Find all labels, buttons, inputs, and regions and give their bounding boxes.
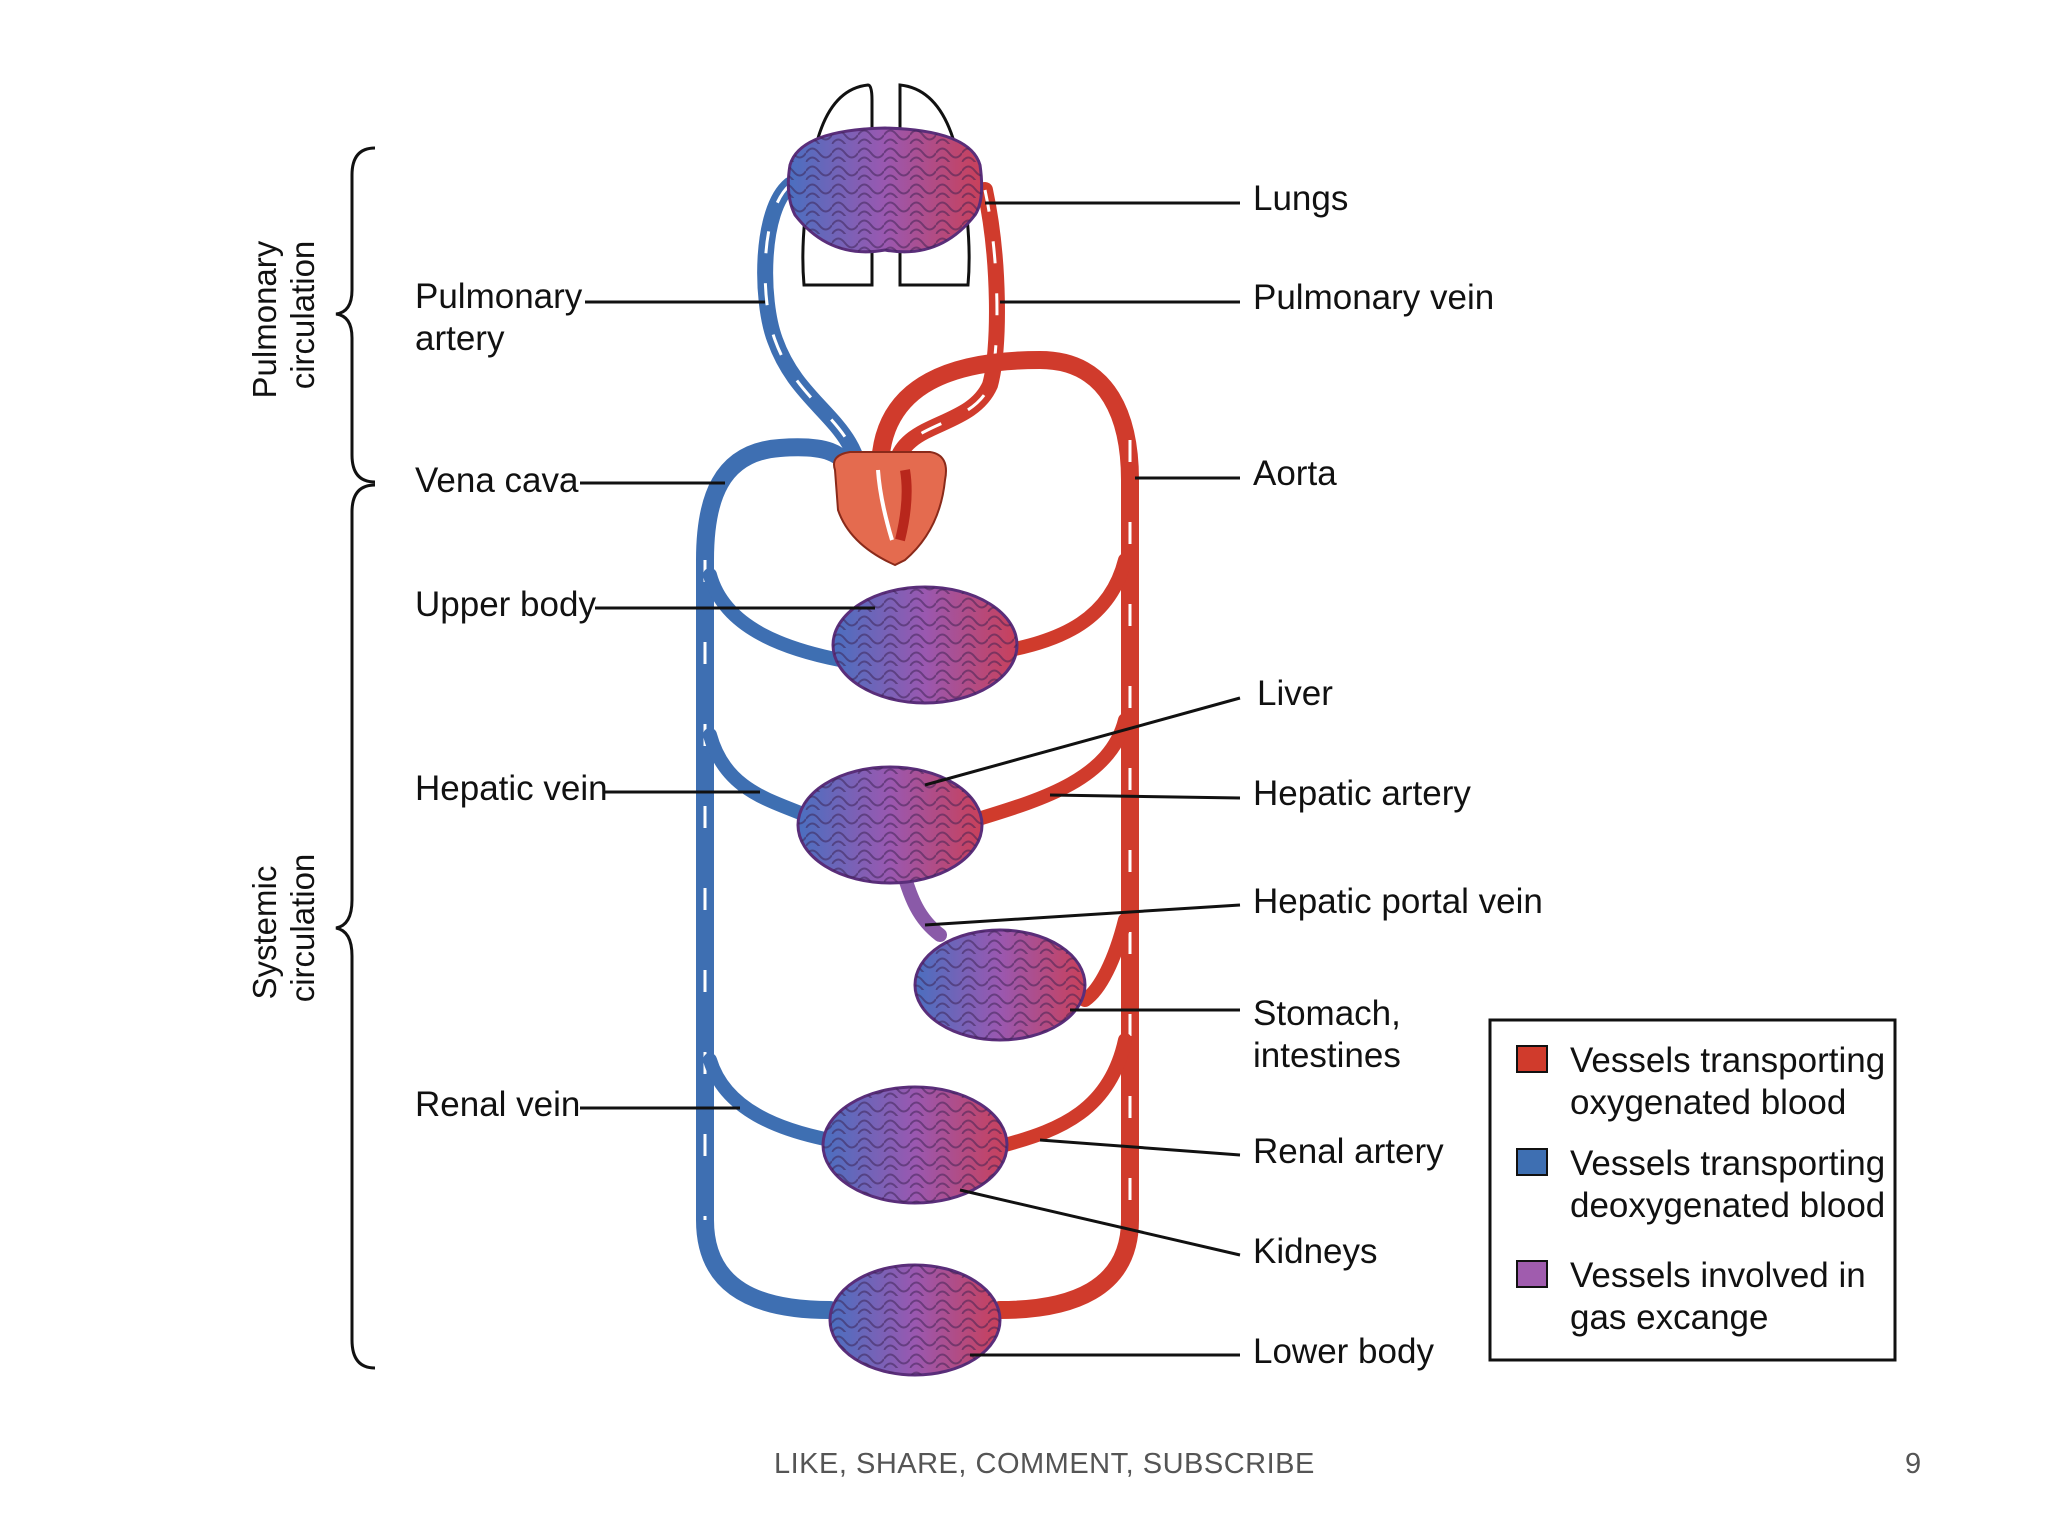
label-vena-cava: Vena cava [415,461,579,500]
pulmonary-brace [335,146,376,484]
label-stomach-intestines: Stomach, intestines [1253,994,1411,1075]
label-hepatic-artery: Hepatic artery [1253,774,1471,813]
label-hepatic-portal-vein: Hepatic portal vein [1253,882,1543,921]
label-lungs: Lungs [1253,179,1348,218]
lung-capillary-bed [786,126,984,254]
legend: Vessels transporting oxygenated blood Ve… [1488,1018,1897,1362]
label-lower-body: Lower body [1253,1332,1434,1371]
kidneys-capillary-bed [821,1085,1009,1205]
aorta-vessel [871,350,1139,1319]
label-hepatic-vein: Hepatic vein [415,769,608,808]
systemic-branches [703,553,1132,1152]
legend-item-deoxygenated: Vessels transporting deoxygenated blood [1570,1144,1895,1225]
pulmonary-vein-vessel [887,182,1005,478]
label-aorta: Aorta [1253,454,1337,493]
stomach-intestines-capillary-bed [913,928,1087,1042]
label-upper-body: Upper body [415,585,596,624]
label-renal-vein: Renal vein [415,1085,580,1124]
label-pulmonary-vein: Pulmonary vein [1253,278,1494,317]
legend-item-oxygenated: Vessels transporting oxygenated blood [1570,1041,1895,1122]
footer-text: LIKE, SHARE, COMMENT, SUBSCRIBE [774,1448,1315,1480]
leader-lines [580,201,1241,1357]
systemic-brace [335,483,376,1370]
legend-swatch-deoxygenated [1516,1148,1548,1176]
upper-body-capillary-bed [831,585,1019,705]
label-liver: Liver [1257,674,1333,713]
label-kidneys: Kidneys [1253,1232,1378,1271]
label-renal-artery: Renal artery [1253,1132,1444,1171]
lower-body-capillary-bed [828,1263,1002,1377]
vena-cava-vessel [696,438,859,1319]
legend-item-exchange: Vessels involved in gas excange [1570,1256,1875,1337]
liver-capillary-bed [796,765,984,885]
legend-swatch-oxygenated [1516,1045,1548,1073]
heart [833,451,947,567]
pulmonary-artery-vessel [757,177,870,498]
pulmonary-side-label: Pulmonary circulation [246,232,321,399]
legend-swatch-exchange [1516,1260,1548,1288]
label-pulmonary-artery: Pulmonary artery [415,277,592,358]
systemic-side-label: Systemic circulation [246,854,321,1003]
page-number: 9 [1905,1448,1922,1480]
